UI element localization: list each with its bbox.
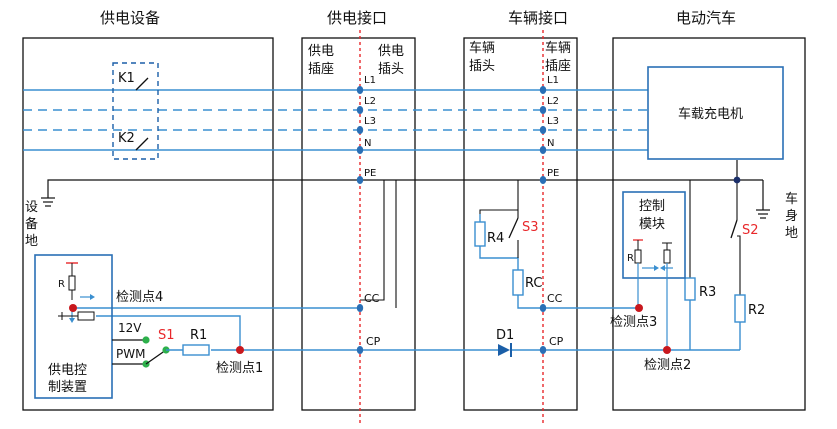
vehicle-pins (539, 86, 547, 354)
header-supply-equipment: 供电设备 (100, 9, 160, 27)
vehicle-pin-l2: L2 (547, 96, 559, 107)
vehicle-pin-l1: L1 (547, 75, 559, 86)
rc-label: RC (525, 276, 542, 291)
pe-junction (733, 176, 741, 184)
s3-switch (508, 217, 519, 239)
vehicle-socket-label-2: 插座 (545, 59, 571, 74)
vehicle-pin-n: N (547, 138, 554, 149)
vehicle-ground-1: 车 (785, 191, 798, 207)
vehicle-ground-symbol (756, 209, 770, 219)
supply-socket-label-2: 插座 (308, 62, 334, 77)
k1-label: K1 (118, 71, 135, 86)
detection-point-1-label: 检测点1 (216, 361, 263, 376)
equipment-ground-symbol (41, 197, 55, 207)
detection-point-3-label: 检测点3 (610, 315, 657, 330)
pe-drops (360, 180, 741, 308)
rc-resistor (512, 269, 524, 296)
control-module-label-1: 控制 (639, 199, 665, 214)
vehicle-plug-label-1: 车辆 (469, 40, 495, 56)
supply-control-device-label-1: 供电控 (48, 363, 87, 378)
k2-label: K2 (118, 131, 135, 146)
d1-label: D1 (496, 328, 514, 343)
device-r-resistor (68, 275, 76, 291)
equipment-ground-2: 备 (25, 216, 38, 232)
r1-label: R1 (190, 328, 207, 343)
vehicle-socket-label-1: 车辆 (545, 40, 571, 56)
supply-pin-pe: PE (364, 168, 376, 179)
detection-point-4-label: 检测点4 (116, 290, 163, 305)
vehicle-ground-3: 地 (785, 226, 798, 241)
pwm-label: PWM (116, 347, 145, 361)
contact-12v (142, 336, 150, 344)
r2-label: R2 (748, 303, 765, 318)
k2-switch (135, 137, 149, 151)
r4-label: R4 (487, 231, 504, 246)
supply-control-device-label-2: 制装置 (48, 380, 87, 395)
vehicle-pin-pe: PE (547, 168, 559, 179)
module-r-resistor (634, 249, 642, 264)
s3-label: S3 (522, 220, 539, 235)
supply-interface-frame (301, 37, 416, 411)
vehicle-pin-cp: CP (549, 335, 564, 348)
electric-vehicle-frame (612, 37, 806, 411)
s2-switch (730, 219, 738, 239)
onboard-charger-label: 车载充电机 (678, 106, 743, 122)
supply-plug-label-1: 供电 (378, 44, 404, 59)
vehicle-pin-l3: L3 (547, 116, 559, 127)
equipment-ground-1: 设 (25, 200, 38, 215)
detection-point-1-dot (236, 346, 244, 354)
supply-pin-cc: CC (364, 292, 380, 305)
onboard-charger-box (647, 66, 784, 160)
s1-label: S1 (158, 328, 175, 343)
header-vehicle-interface: 车辆接口 (508, 9, 568, 27)
detection-point-4-dot (69, 304, 77, 312)
s2-label: S2 (742, 223, 759, 238)
detection-point-3-dot (635, 304, 643, 312)
supply-socket-label-1: 供电 (308, 44, 334, 59)
module-r-label: R (627, 253, 634, 264)
r3-label: R3 (699, 285, 716, 300)
equipment-ground-3: 地 (25, 234, 38, 249)
detection-point-2-dot (663, 346, 671, 354)
k1-switch (135, 77, 149, 91)
header-supply-interface: 供电接口 (327, 9, 387, 27)
header-electric-vehicle: 电动汽车 (676, 9, 736, 27)
s1-switch (145, 349, 167, 365)
r1-resistor (182, 344, 210, 356)
r4-resistor (474, 221, 486, 247)
module-sensor (663, 249, 671, 264)
supply-pin-cp: CP (366, 335, 381, 348)
supply-pins (356, 86, 364, 354)
vehicle-plug-label-2: 插头 (469, 59, 495, 74)
vehicle-ground-2: 身 (785, 208, 798, 224)
voltage-12v-label: 12V (118, 321, 142, 335)
device-r-label: R (58, 279, 65, 290)
r2-resistor (734, 294, 746, 323)
supply-pin-n: N (364, 138, 371, 149)
r3-resistor (684, 277, 696, 301)
supply-control-device-box (34, 254, 113, 399)
vehicle-pin-cc: CC (547, 292, 563, 305)
control-module-label-2: 模块 (639, 217, 665, 232)
cc-wiring (73, 214, 741, 350)
supply-equipment-frame (22, 37, 274, 411)
supply-pin-l3: L3 (364, 116, 376, 127)
supply-pin-l2: L2 (364, 96, 376, 107)
supply-pin-l1: L1 (364, 75, 376, 86)
supply-plug-label-2: 插头 (378, 62, 404, 77)
sensing-probe (77, 311, 95, 321)
vehicle-interface-frame (463, 37, 578, 411)
detection-point-2-label: 检测点2 (644, 358, 691, 373)
d1-diode (498, 344, 510, 356)
control-module-box (622, 191, 686, 279)
contactor-box (112, 62, 159, 160)
